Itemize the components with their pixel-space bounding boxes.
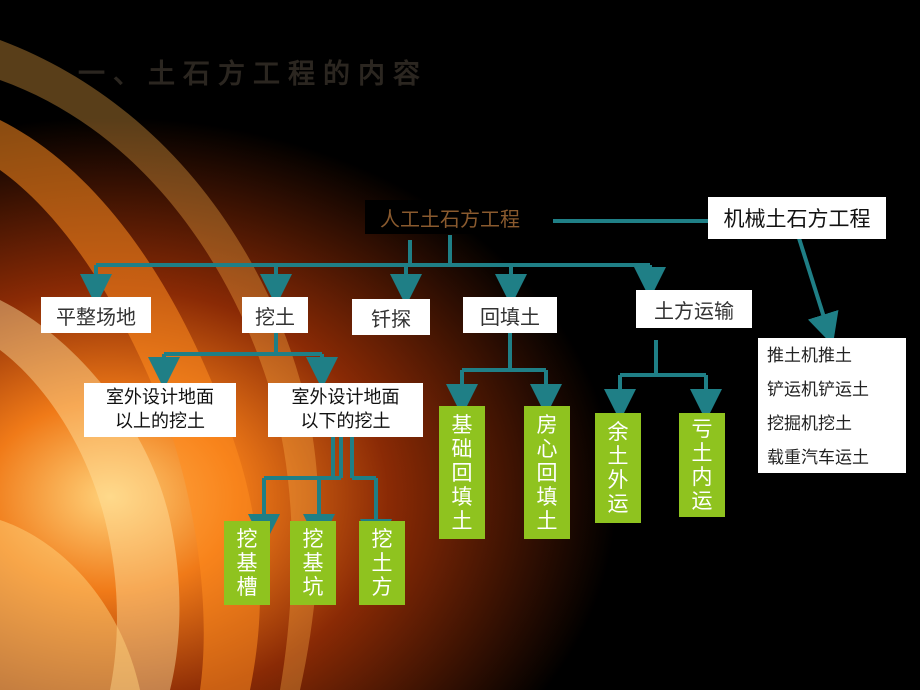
vertical-char: 土 bbox=[451, 508, 473, 533]
node-line: 以上的挖土 bbox=[115, 411, 205, 432]
vertical-char: 内 bbox=[691, 465, 713, 489]
node-backfill: 回填土 bbox=[463, 297, 557, 333]
vertical-char: 基 bbox=[451, 412, 473, 437]
mechanical-item: 铲运机铲运土 bbox=[767, 380, 869, 400]
vertical-char: 挖 bbox=[236, 527, 258, 551]
vertical-char: 亏 bbox=[691, 417, 713, 441]
vertical-char: 土 bbox=[371, 551, 393, 575]
node-earth-transport: 土方运输 bbox=[636, 290, 752, 328]
vertical-char: 回 bbox=[451, 460, 473, 485]
node-probing: 钎探 bbox=[352, 299, 430, 335]
vertical-char: 础 bbox=[451, 436, 473, 461]
vertical-char: 槽 bbox=[236, 575, 258, 599]
vertical-char: 基 bbox=[236, 551, 258, 575]
vertical-char: 填 bbox=[536, 484, 558, 509]
mechanical-item: 推土机推土 bbox=[767, 346, 852, 366]
leaf-surplus-out: 余土外运 bbox=[595, 413, 641, 523]
vertical-char: 土 bbox=[536, 508, 558, 533]
node-site-leveling: 平整场地 bbox=[41, 297, 151, 333]
leaf-foundation-backfill: 基础回填土 bbox=[439, 406, 485, 539]
node-mechanical: 机械土石方工程 bbox=[708, 197, 886, 239]
vertical-char: 挖 bbox=[302, 527, 324, 551]
vertical-char: 回 bbox=[536, 460, 558, 485]
vertical-char: 基 bbox=[302, 551, 324, 575]
root-node-manual: 人工土石方工程 bbox=[365, 200, 535, 234]
mechanical-item: 载重汽车运土 bbox=[767, 448, 869, 468]
vertical-char: 运 bbox=[607, 492, 629, 516]
vertical-char: 房 bbox=[536, 412, 558, 437]
vertical-char: 方 bbox=[371, 575, 393, 599]
vertical-char: 外 bbox=[607, 468, 629, 492]
vertical-char: 余 bbox=[607, 420, 629, 444]
node-above-grade-excavation: 室外设计地面 以上的挖土 bbox=[84, 383, 236, 437]
leaf-pit: 挖基坑 bbox=[290, 521, 336, 605]
node-line: 室外设计地面 bbox=[106, 387, 214, 408]
vertical-char: 土 bbox=[607, 444, 629, 468]
vertical-char: 心 bbox=[536, 436, 558, 461]
leaf-bulk-earth: 挖土方 bbox=[359, 521, 405, 605]
mechanical-item: 挖掘机挖土 bbox=[767, 414, 852, 434]
node-excavation: 挖土 bbox=[242, 297, 308, 333]
vertical-char: 土 bbox=[691, 441, 713, 465]
vertical-char: 坑 bbox=[302, 575, 324, 599]
mechanical-list: 推土机推土 铲运机铲运土 挖掘机挖土 载重汽车运土 bbox=[758, 338, 906, 473]
node-line: 室外设计地面 bbox=[291, 387, 400, 408]
leaf-deficit-in: 亏土内运 bbox=[679, 413, 725, 517]
node-line: 以下的挖土 bbox=[300, 411, 391, 432]
vertical-char: 填 bbox=[451, 484, 473, 509]
slide-title: 一、土石方工程的内容 bbox=[78, 59, 428, 90]
leaf-trench: 挖基槽 bbox=[224, 521, 270, 605]
node-below-grade-excavation: 室外设计地面 以下的挖土 bbox=[268, 383, 423, 437]
vertical-char: 挖 bbox=[371, 527, 393, 551]
vertical-char: 运 bbox=[691, 489, 713, 513]
leaf-room-backfill: 房心回填土 bbox=[524, 406, 570, 539]
